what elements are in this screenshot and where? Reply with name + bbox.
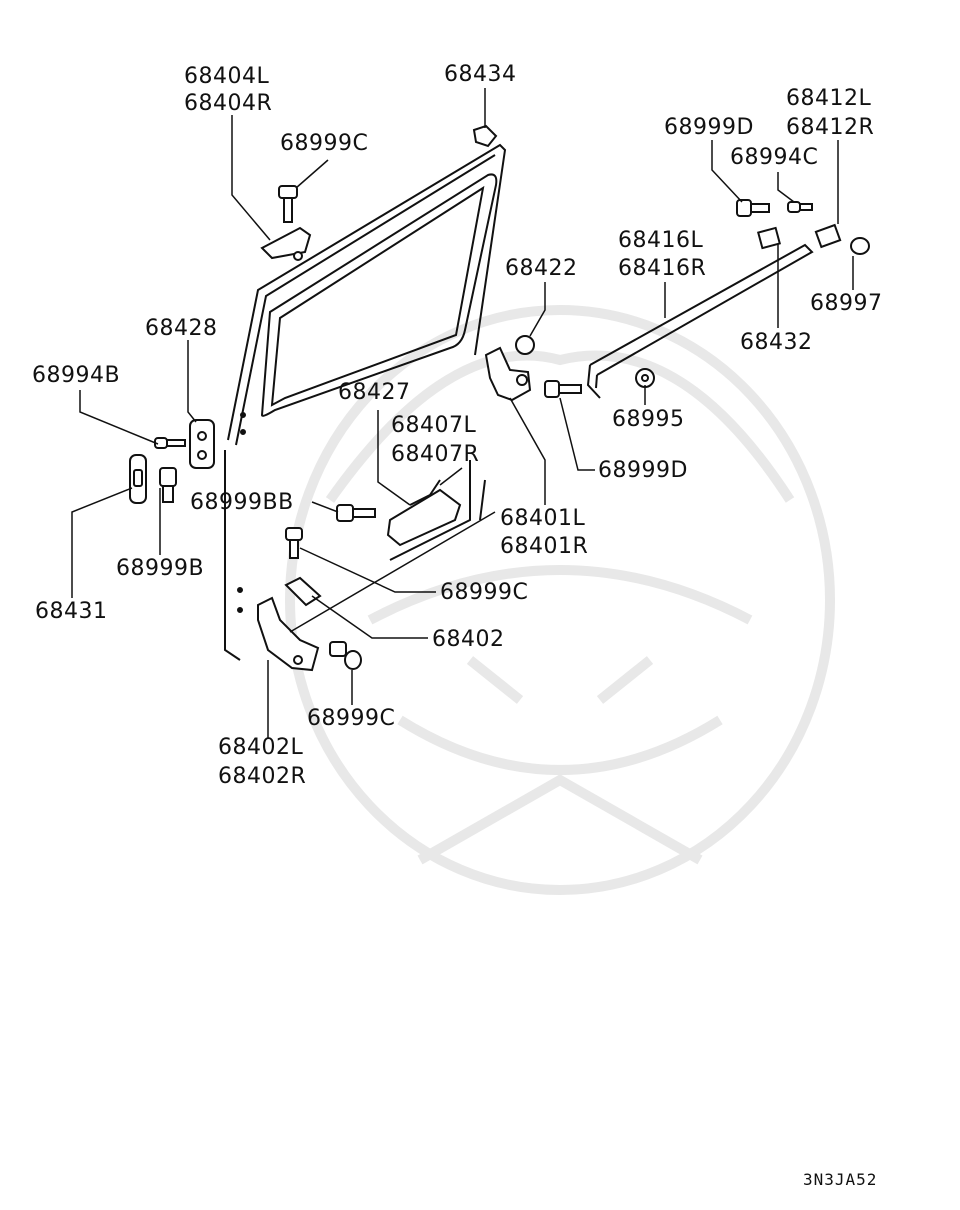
label-68999B: 68999B [116, 556, 205, 581]
label-68994C: 68994C [730, 145, 819, 170]
label-68434: 68434 [444, 62, 517, 87]
label-68416-left: 68416L [618, 228, 704, 253]
part-68404-bracket [260, 226, 312, 260]
label-68999D-mid: 68999D [598, 458, 688, 483]
label-68404-left: 68404L [184, 64, 270, 89]
leader-68999BB [311, 501, 339, 513]
diagram-code: 3N3JA52 [803, 1170, 878, 1189]
part-68402-plate [284, 576, 322, 607]
part-shapes [129, 124, 870, 672]
label-68407-left: 68407L [391, 413, 477, 438]
label-68999D-top: 68999D [664, 115, 754, 140]
part-68416-rail-lower [586, 364, 601, 399]
leader-68401-bracket [289, 511, 496, 633]
leader-68999D-mid [559, 397, 595, 471]
label-68401-right: 68401R [500, 534, 589, 559]
part-68999C-bolt-top [278, 185, 298, 199]
part-68434-cap [472, 124, 498, 148]
part-68994C-screw [787, 201, 801, 213]
label-68427: 68427 [338, 380, 411, 405]
label-68402: 68402 [432, 627, 505, 652]
label-68412-left: 68412L [786, 86, 872, 111]
label-68401-left: 68401L [500, 506, 586, 531]
part-68412-stop [814, 223, 842, 249]
part-68999B-bolt [159, 467, 177, 487]
label-68999C-top: 68999C [280, 131, 369, 156]
leader-68999D-top [711, 140, 743, 203]
part-68428-plate [189, 419, 215, 469]
part-68999BB-bolt [336, 504, 354, 522]
part-68407-latch [386, 488, 462, 547]
label-68402-left: 68402L [218, 735, 304, 760]
leader-68404 [231, 115, 271, 241]
door-frame [224, 143, 507, 661]
label-68416-right: 68416R [618, 256, 707, 281]
leader-68407 [439, 467, 463, 486]
label-68999C-mid: 68999C [440, 580, 529, 605]
leader-68431 [71, 487, 133, 598]
part-68422-bumper [515, 335, 535, 355]
label-68422: 68422 [505, 256, 578, 281]
part-68999D-bolt-mid [544, 380, 560, 398]
part-68999C-bolt-low [329, 641, 347, 657]
label-68428: 68428 [145, 316, 218, 341]
label-68404-right: 68404R [184, 91, 273, 116]
leader-68428 [187, 340, 197, 423]
label-68999C-low: 68999C [307, 706, 396, 731]
part-68999D-bolt-top [736, 199, 752, 217]
label-68431: 68431 [35, 599, 108, 624]
label-68995: 68995 [612, 407, 685, 432]
leader-68999C-top [295, 159, 329, 189]
watermark-emblem [285, 305, 835, 895]
part-68416-rail [589, 243, 814, 376]
part-68401-roller [484, 346, 532, 402]
leader-68422 [529, 282, 546, 337]
label-68997: 68997 [810, 291, 883, 316]
label-68994B: 68994B [32, 363, 121, 388]
leader-68994C [777, 172, 795, 203]
part-68402LR-hinge [257, 596, 320, 672]
label-68402-right: 68402R [218, 764, 307, 789]
leader-68999C-mid [299, 547, 436, 593]
label-68407-right: 68407R [391, 442, 480, 467]
part-68999C-bolt-mid [285, 527, 303, 541]
leader-68427 [377, 410, 411, 506]
leader-68402 [311, 595, 428, 639]
label-68412-right: 68412R [786, 115, 875, 140]
part-68432-clip [757, 226, 781, 250]
label-68432: 68432 [740, 330, 813, 355]
leader-lines [71, 88, 854, 738]
leader-68994B [79, 390, 159, 445]
leader-68401 [509, 397, 546, 505]
label-68999BB: 68999BB [190, 490, 294, 515]
part-68997-cap [850, 237, 870, 255]
